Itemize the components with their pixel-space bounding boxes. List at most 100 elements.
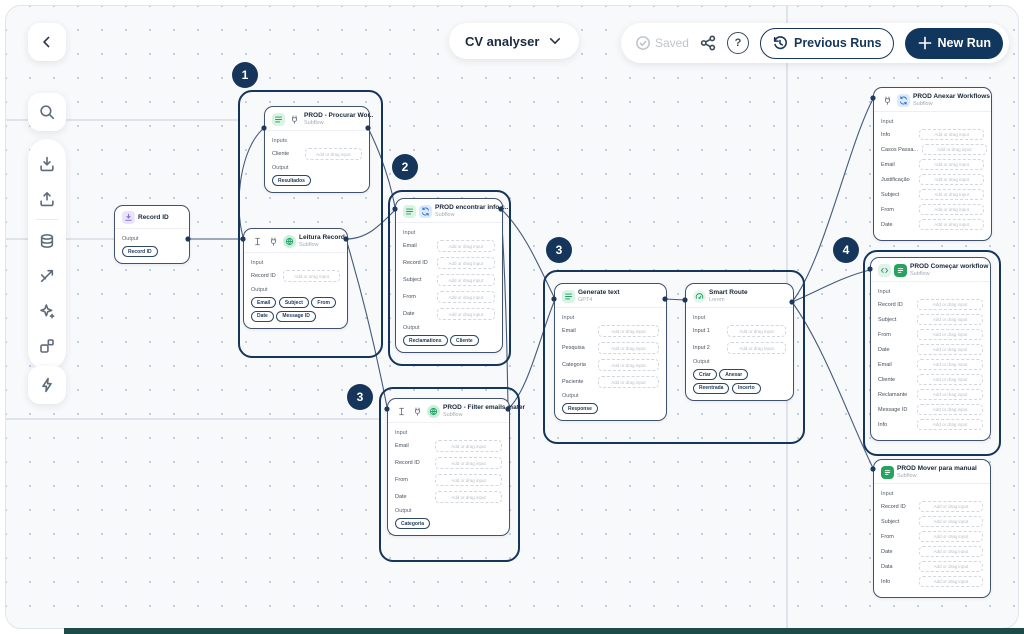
output-pill[interactable]: Reclamations — [403, 335, 448, 346]
input-dropzone[interactable]: Add or drag input — [917, 374, 983, 385]
import-node-button[interactable] — [28, 146, 66, 181]
output-pill[interactable]: Response — [562, 403, 598, 414]
share-button[interactable] — [700, 35, 716, 51]
input-dropzone[interactable]: Add or drag input — [919, 174, 984, 185]
output-pill[interactable]: From — [311, 297, 336, 308]
input-dropzone[interactable]: Add or drag input — [435, 457, 502, 469]
input-dropzone[interactable]: Add or drag input — [917, 344, 983, 355]
section-label: Input — [403, 230, 416, 236]
branch-node-button[interactable] — [28, 258, 66, 293]
saved-label: Saved — [654, 36, 689, 50]
input-dropzone[interactable]: Add or drag input — [436, 274, 495, 286]
input-dropzone[interactable]: Add or drag input — [435, 491, 502, 503]
input-dropzone[interactable]: Add or drag input — [917, 299, 983, 310]
export-node-button[interactable] — [28, 181, 66, 216]
output-pill[interactable]: Incerto — [731, 382, 761, 394]
input-dropzone[interactable]: Add or drag input — [436, 291, 495, 303]
input-label: Date — [881, 548, 893, 555]
input-dropzone[interactable]: Add or drag input — [283, 270, 340, 282]
input-label: From — [881, 533, 894, 540]
output-pill[interactable]: Email — [251, 297, 277, 308]
input-dropzone[interactable]: Add or drag input — [436, 308, 495, 320]
input-dropzone[interactable]: Add or drag input — [435, 474, 502, 486]
new-run-button[interactable]: New Run — [904, 27, 1003, 59]
group-3-low-frame[interactable] — [379, 387, 520, 562]
input-dropzone[interactable]: Add or drag input — [918, 546, 983, 557]
database-node-button[interactable] — [28, 223, 66, 258]
input-label: Input 2 — [693, 345, 710, 351]
input-dropzone[interactable]: Add or drag input — [597, 376, 659, 388]
input-dropzone[interactable]: Add or drag input — [304, 148, 362, 160]
input-label: Paciente — [562, 379, 584, 385]
output-pill[interactable]: Subject — [278, 297, 309, 308]
input-dropzone[interactable]: Add or drag input — [919, 219, 984, 230]
input-dropzone[interactable]: Add or drag input — [597, 325, 659, 337]
input-dropzone[interactable]: Add or drag input — [727, 325, 786, 337]
input-dropzone[interactable]: Add or drag input — [917, 389, 983, 400]
node-header: Record ID — [115, 206, 189, 229]
output-pill[interactable]: Categoria — [395, 518, 431, 529]
input-label: Info — [878, 421, 888, 428]
input-dropzone[interactable]: Add or drag input — [917, 314, 983, 325]
output-pill[interactable]: Anexar — [719, 369, 749, 380]
input-label: From — [878, 331, 891, 338]
output-pill[interactable]: Record ID — [122, 246, 158, 257]
input-dropzone[interactable]: Add or drag input — [435, 440, 502, 452]
input-dropzone[interactable]: Add or drag input — [917, 404, 983, 415]
input-label: Date — [878, 346, 890, 353]
input-dropzone[interactable]: Add or drag input — [597, 342, 659, 354]
output-pill[interactable]: Cliente — [450, 335, 479, 346]
output-pill[interactable]: Criar — [693, 369, 717, 380]
input-dropzone[interactable]: Add or drag input — [919, 129, 984, 140]
input-dropzone[interactable]: Add or drag input — [918, 516, 983, 527]
new-run-label: New Run — [937, 36, 991, 50]
input-dropzone[interactable]: Add or drag input — [436, 257, 495, 269]
output-pill[interactable]: Reentrada — [693, 382, 730, 394]
section-label: Input — [881, 119, 894, 125]
input-dropzone[interactable]: Add or drag input — [919, 159, 984, 170]
search-button[interactable] — [28, 93, 66, 131]
help-button[interactable]: ? — [726, 32, 749, 54]
input-dropzone[interactable]: Add or drag input — [436, 240, 495, 252]
input-dropzone[interactable]: Add or drag input — [919, 189, 984, 200]
section-label: Output — [251, 287, 268, 293]
input-dropzone[interactable]: Add or drag input — [917, 359, 983, 370]
input-label: From — [395, 477, 408, 483]
sheet-icon — [894, 263, 907, 277]
workflow-title-dropdown[interactable]: CV analyser — [449, 23, 580, 59]
input-dropzone[interactable]: Add or drag input — [597, 359, 659, 371]
output-pill[interactable]: Resultados — [272, 175, 311, 186]
input-dropzone[interactable]: Add or drag input — [922, 144, 987, 155]
node-subtitle: Subflow — [435, 212, 455, 218]
previous-runs-button[interactable]: Previous Runs — [759, 27, 894, 59]
input-row: Info Add or drag input — [878, 419, 983, 430]
input-dropzone[interactable]: Add or drag input — [918, 501, 983, 512]
output-pill[interactable]: Message ID — [276, 310, 316, 322]
ai-node-button[interactable] — [28, 293, 66, 328]
input-dropzone[interactable]: Add or drag input — [919, 204, 984, 215]
input-dropzone[interactable]: Add or drag input — [918, 576, 983, 587]
back-button[interactable] — [28, 23, 66, 61]
input-dropzone[interactable]: Add or drag input — [917, 329, 983, 340]
input-dropzone[interactable]: Add or drag input — [918, 561, 983, 572]
run-trigger-button[interactable] — [28, 366, 66, 404]
output-pill[interactable]: Date — [251, 310, 274, 322]
input-dropzone[interactable]: Add or drag input — [918, 531, 983, 542]
input-dropzone[interactable]: Add or drag input — [917, 419, 983, 430]
node-subtitle: GPT4 — [578, 297, 593, 303]
components-node-button[interactable] — [28, 328, 66, 363]
input-dropzone[interactable]: Add or drag input — [727, 342, 786, 354]
